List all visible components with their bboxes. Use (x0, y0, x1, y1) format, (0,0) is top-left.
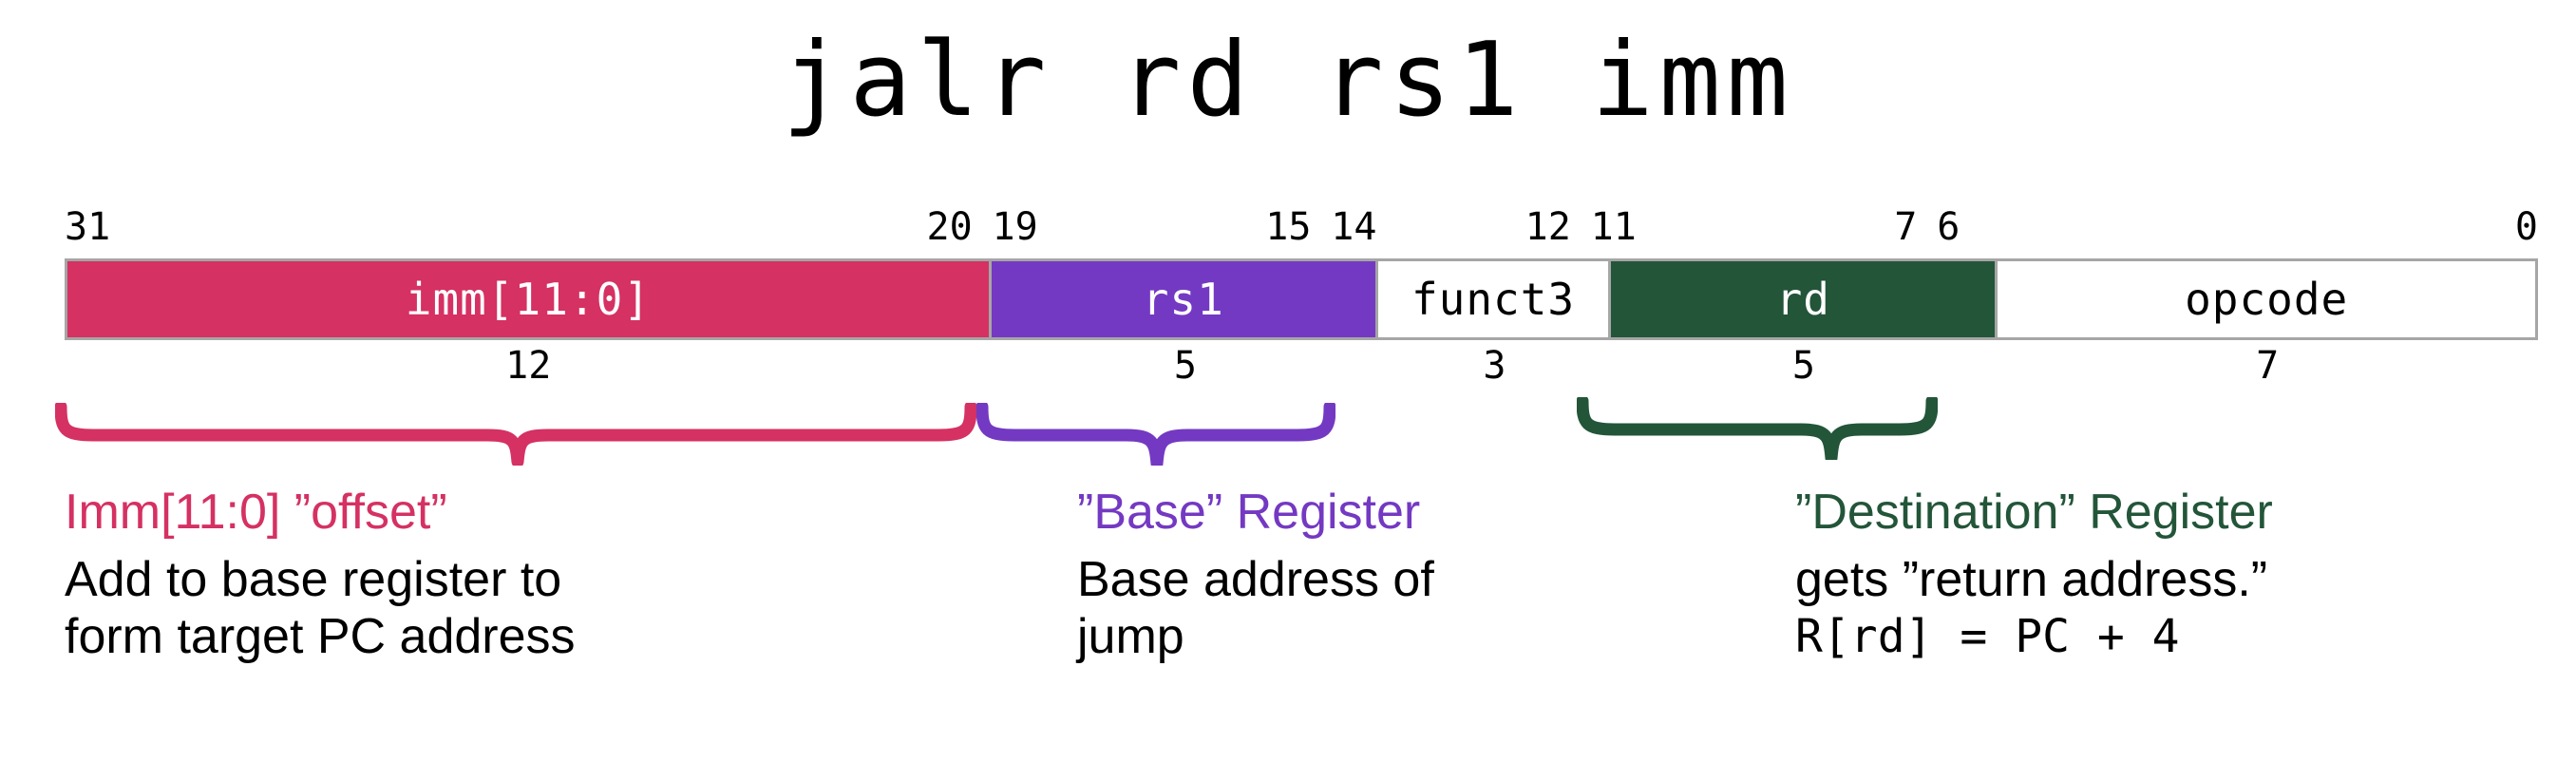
bit-label-7: 7 (1894, 205, 1918, 249)
field-width-row: 12 5 3 5 7 (65, 344, 2538, 397)
width-imm: 12 (505, 344, 552, 388)
field-rs1: rs1 (991, 261, 1378, 337)
imm-note: Imm[11:0] ”offset” Add to base register … (65, 483, 843, 665)
width-rd: 5 (1791, 344, 1815, 388)
rd-note: ”Destination” Register gets ”return addr… (1795, 483, 2460, 665)
bit-label-11: 11 (1590, 205, 1637, 249)
rs1-note-body: Base address of jump (1077, 552, 1434, 664)
rd-note-body: gets ”return address.” (1795, 552, 2268, 607)
imm-note-body: Add to base register to form target PC a… (65, 552, 576, 664)
bit-label-6: 6 (1937, 205, 1960, 249)
field-funct3: funct3 (1377, 261, 1612, 337)
brace-rd (1577, 397, 1938, 460)
brace-imm (55, 403, 976, 466)
bit-label-0: 0 (2514, 205, 2538, 249)
field-imm-label: imm[11:0] (405, 274, 651, 325)
bit-index-row: 31 20 19 15 14 12 11 7 6 0 (65, 205, 2538, 255)
bit-label-15: 15 (1265, 205, 1312, 249)
field-rd-label: rd (1775, 274, 1830, 325)
rs1-note-heading: ”Base” Register (1077, 485, 1421, 540)
instruction-bar: imm[11:0] rs1 funct3 rd opcode (65, 258, 2538, 340)
rd-note-formula: R[rd] = PC + 4 (1795, 610, 2180, 663)
brace-rs1 (976, 403, 1335, 466)
imm-note-heading: Imm[11:0] ”offset” (65, 485, 447, 540)
field-opcode: opcode (1998, 261, 2535, 337)
bit-label-20: 20 (926, 205, 973, 249)
bit-label-19: 19 (992, 205, 1038, 249)
rd-note-heading: ”Destination” Register (1795, 485, 2273, 540)
page-title: jalr rd rs1 imm (782, 21, 1794, 140)
field-rd: rd (1611, 261, 1998, 337)
width-opcode: 7 (2256, 344, 2280, 388)
width-rs1: 5 (1173, 344, 1197, 388)
rs1-note: ”Base” Register Base address of jump (1077, 483, 1609, 665)
bit-label-12: 12 (1525, 205, 1571, 249)
bit-label-31: 31 (65, 205, 111, 249)
field-rs1-label: rs1 (1142, 274, 1224, 325)
field-opcode-label: opcode (2185, 274, 2349, 325)
field-funct3-label: funct3 (1411, 274, 1576, 325)
field-imm: imm[11:0] (67, 261, 992, 337)
width-funct3: 3 (1483, 344, 1506, 388)
bit-label-14: 14 (1331, 205, 1377, 249)
